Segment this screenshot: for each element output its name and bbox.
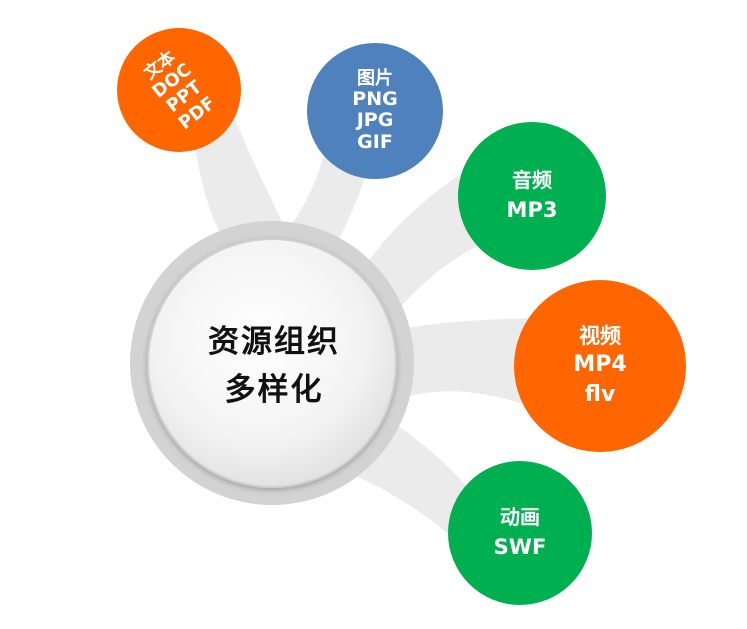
connector-video [400, 318, 538, 410]
hub-label-line2: 多样化 [224, 372, 324, 408]
node-audio-circle [458, 122, 606, 270]
node-image-circle [307, 43, 443, 179]
hub-label: 资源组织 多样化 [164, 296, 384, 436]
hub-label-line1: 资源组织 [208, 323, 340, 360]
node-text-circle [117, 28, 241, 152]
node-anim-circle [448, 461, 592, 605]
hub-circle [147, 238, 397, 488]
node-video-circle [514, 280, 686, 452]
